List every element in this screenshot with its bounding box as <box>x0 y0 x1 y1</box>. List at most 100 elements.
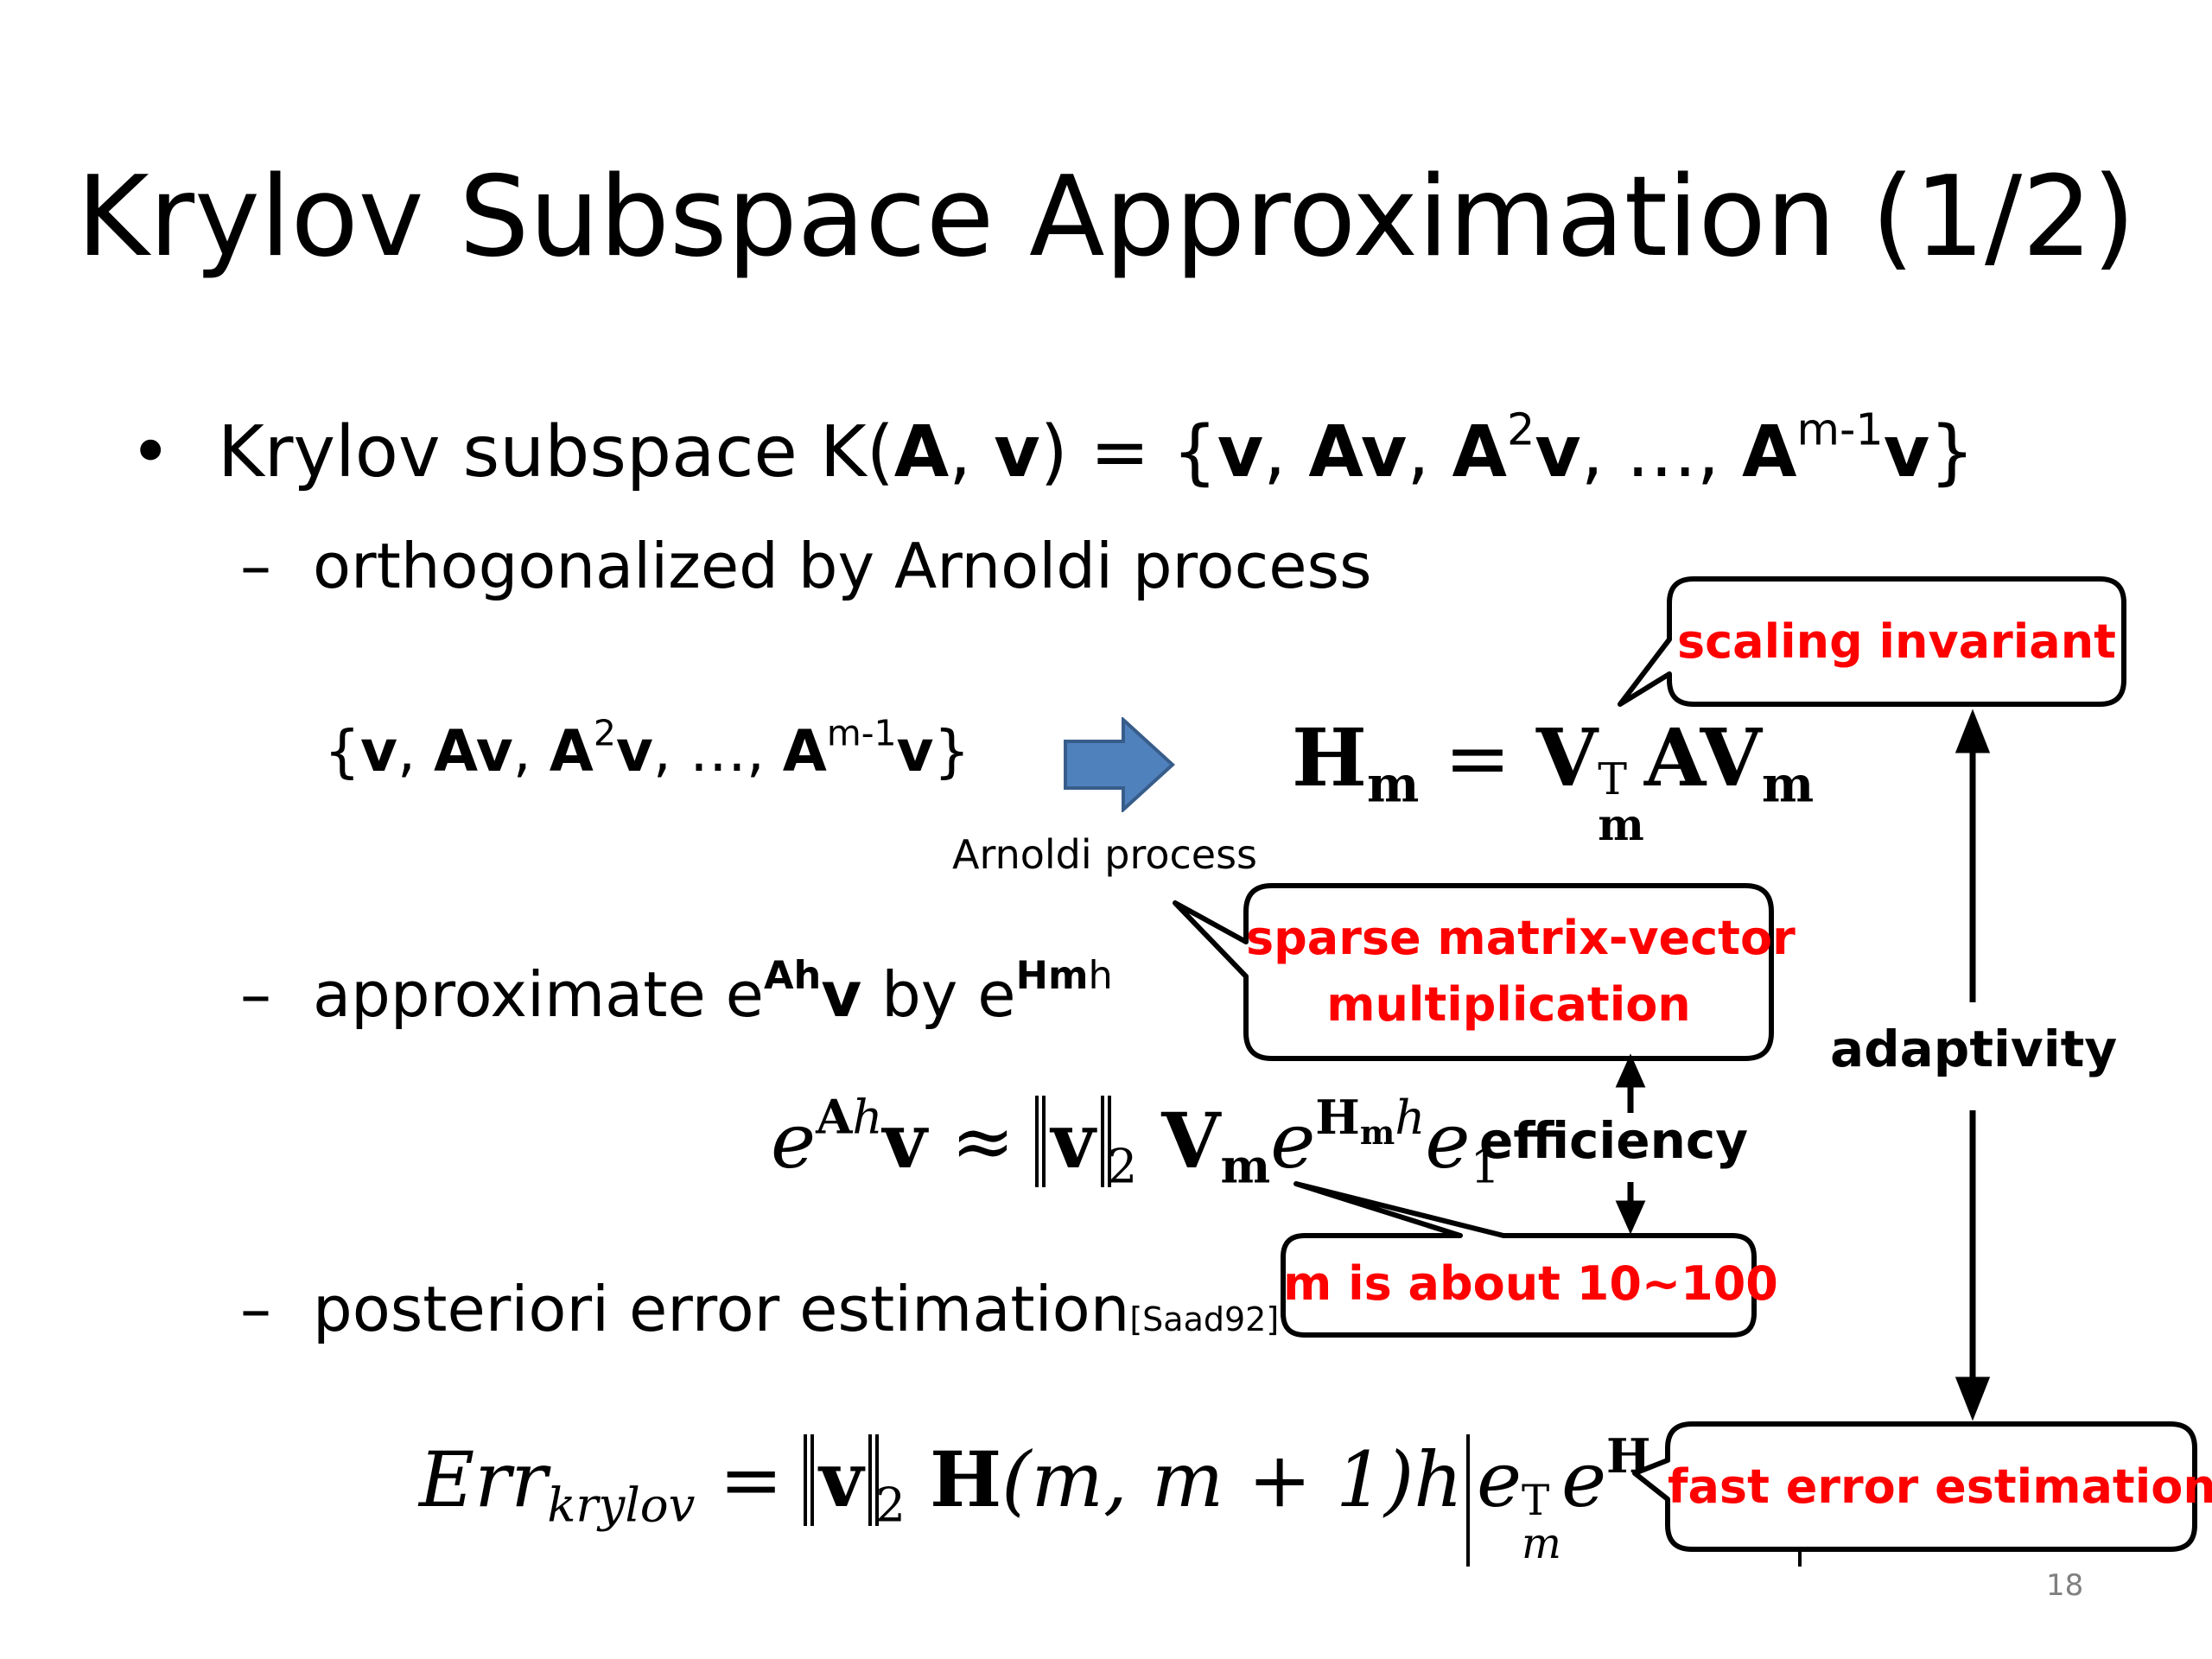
bullet1-comma: , <box>949 411 995 493</box>
ap-v: v <box>882 1096 927 1185</box>
ap-A: A <box>816 1089 853 1145</box>
sub3-ref: [Saad92] <box>1129 1300 1280 1338</box>
sub3-text: posteriori error estimation[Saad92] <box>313 1272 1279 1346</box>
set-close-brace: } <box>933 718 970 785</box>
err-two: 2 <box>875 1477 906 1533</box>
err-T: T <box>1522 1476 1550 1525</box>
sub2-v: v <box>821 958 862 1031</box>
h-m: m <box>1366 755 1420 814</box>
scaling-invariant-text: scaling invariant <box>1677 614 2116 669</box>
page-number: 18 <box>2046 1568 2084 1603</box>
set-c1: , <box>397 718 434 785</box>
sub2-text: approximate eAhv by eHmh <box>313 957 1113 1032</box>
sub2-Hm: Hm <box>1015 952 1089 998</box>
ap-h: h <box>852 1089 883 1145</box>
arnoldi-arrow-icon <box>1064 717 1175 812</box>
set-dots: , …, <box>652 718 783 785</box>
bullet1-Av: Av <box>1308 411 1408 493</box>
bullet1-v3: v <box>1535 411 1581 493</box>
set-Am: A <box>782 718 827 785</box>
ap-msub: m <box>1359 1113 1395 1153</box>
ap-approx: ≈ <box>926 1096 1039 1185</box>
err-h: h <box>1414 1435 1463 1524</box>
sub2-h: h <box>1088 952 1113 998</box>
bullet1-v: v <box>994 411 1040 493</box>
bullet1-A: A <box>893 411 950 493</box>
sparse-callout-shape <box>1173 883 1774 1061</box>
scaling-callout-shape <box>1618 576 2126 707</box>
bullet-marker: • <box>130 411 172 493</box>
sub2-Ah: Ah <box>763 952 822 998</box>
ap-e3: e <box>1425 1096 1471 1185</box>
ap-h2: h <box>1395 1089 1426 1145</box>
bullet1-mid: ) = { <box>1039 411 1217 493</box>
err-e2: e <box>1560 1435 1607 1524</box>
sub3-main: posteriori error estimation <box>313 1273 1130 1345</box>
set-m1: m-1 <box>826 712 897 754</box>
sparse-line2-text: multiplication <box>1326 977 1691 1032</box>
slide-title: Krylov Subspace Approximation (1/2) <box>76 153 2136 282</box>
sub3-dash: – <box>240 1273 271 1345</box>
err-Err: Err <box>419 1435 548 1524</box>
ap-H: H <box>1315 1089 1360 1145</box>
fast-callout-shape <box>1632 1421 2197 1552</box>
ap-norm-v: v <box>1035 1096 1111 1187</box>
err-krylov: krylov <box>547 1477 696 1533</box>
bullet-krylov-subspace: Krylov subspace K(A, v) = {v, Av, A2v, …… <box>218 407 1975 495</box>
bullet1-m1: m-1 <box>1796 404 1884 455</box>
h-V2: V <box>1700 711 1762 804</box>
err-m: m <box>1522 1520 1561 1569</box>
m-about-callout-shape <box>1281 1181 1757 1338</box>
set-Av: Av <box>434 718 513 785</box>
bullet1-dots: , …, <box>1580 411 1743 493</box>
err-e: e <box>1476 1435 1522 1524</box>
set-v2: v <box>615 718 653 785</box>
set-c2: , <box>512 718 550 785</box>
sub1-dash: – <box>240 530 271 602</box>
bullet1-v2: v <box>1217 411 1264 493</box>
bullet1-v4: v <box>1883 411 1930 493</box>
ap-one: 1 <box>1470 1138 1501 1194</box>
ap-e2: e <box>1270 1096 1316 1185</box>
h-m3: m <box>1761 755 1815 814</box>
efficiency-label: efficiency <box>1479 1111 1749 1170</box>
h-T: T <box>1598 753 1628 805</box>
h-V: V <box>1535 711 1599 804</box>
set-sq: 2 <box>593 712 616 754</box>
h-m2: m <box>1598 798 1644 851</box>
bullet1-sq: 2 <box>1506 404 1535 455</box>
arnoldi-process-label: Arnoldi process <box>952 831 1258 878</box>
err-H: H <box>929 1434 1002 1524</box>
bullet1-A2: A <box>1452 411 1507 493</box>
h-A: A <box>1643 711 1700 804</box>
set-A: A <box>549 718 594 785</box>
ap-m: m <box>1220 1138 1271 1194</box>
krylov-set-formula: {v, Av, A2v, …, Am-1v} <box>324 715 970 785</box>
sub2-prefix: approximate e <box>313 958 764 1031</box>
bullet1-sep: , <box>1263 411 1309 493</box>
ap-two: 2 <box>1107 1138 1138 1194</box>
err-eq: = <box>695 1435 808 1524</box>
bullet1-prefix: Krylov subspace K( <box>218 411 894 493</box>
sub1-text: orthogonalized by Arnoldi process <box>313 530 1372 602</box>
sub2-by: by e <box>861 958 1016 1031</box>
bullet1-close: } <box>1929 411 1975 493</box>
sub2-dash: – <box>240 958 271 1031</box>
err-args: (m, m + 1) <box>1001 1435 1414 1524</box>
fast-error-text: fast error estimation <box>1668 1459 2212 1514</box>
set-v: v <box>360 718 398 785</box>
set-v3: v <box>896 718 934 785</box>
m-about-text: m is about 10~100 <box>1283 1256 1778 1311</box>
sparse-line1-text: sparse matrix-vector <box>1246 911 1796 965</box>
ap-V: V <box>1161 1096 1221 1185</box>
bullet1-sep2: , <box>1407 411 1452 493</box>
set-open-brace: { <box>324 718 360 785</box>
ap-e: e <box>771 1096 817 1185</box>
h-H: H <box>1292 711 1367 804</box>
h-eq: = <box>1419 712 1536 804</box>
